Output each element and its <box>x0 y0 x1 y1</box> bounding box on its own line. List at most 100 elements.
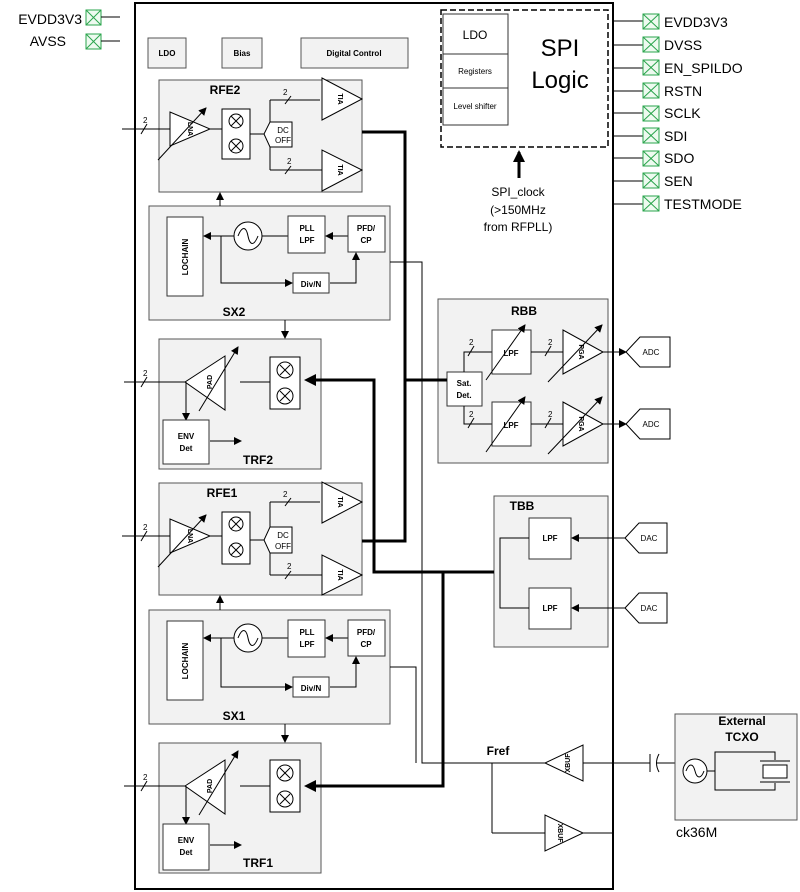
trf1-env-1: ENV <box>178 836 195 845</box>
right-pins: EVDD3V3 DVSS EN_SPILDO RSTN SCLK SDI <box>613 13 743 212</box>
right-pin-8: TESTMODE <box>613 195 742 212</box>
right-pin-6: SDO <box>613 150 694 167</box>
pin-label-en-spildo: EN_SPILDO <box>664 60 743 76</box>
sx2-pll-1: PLL <box>299 224 314 233</box>
rfe2-dcoff-2: OFF <box>275 136 291 145</box>
spi-clock-line-1: SPI_clock <box>491 185 545 199</box>
pin-label-avss: AVSS <box>30 33 66 49</box>
right-pin-4: SCLK <box>613 105 701 122</box>
rbb-lpf-top: LPF <box>503 349 518 358</box>
sx2-div-label: Div/N <box>301 280 322 289</box>
rbb-sat-2: Det. <box>456 391 471 400</box>
rbb-block: RBB Sat. Det. 2 2 LPF LPF 2 2 PGA PGA <box>437 298 627 464</box>
trf2-block: 2 PAD ENV Det TRF2 <box>124 338 322 470</box>
rfe1-dcoff-2: OFF <box>275 542 291 551</box>
rfe2-bus-label: 2 <box>143 116 148 125</box>
rbb-bus-1: 2 <box>469 338 474 347</box>
fref-label: Fref <box>487 744 511 758</box>
rfe1-tia-top-label: TIA <box>336 496 343 507</box>
pin-avss-icon <box>85 33 102 50</box>
rfe2-title: RFE2 <box>210 83 241 97</box>
sx1-lochain-label: LOCHAIN <box>181 643 190 680</box>
xbuf-top-label: XBUF <box>565 753 572 773</box>
pin-evdd3v3-left-icon <box>85 9 102 26</box>
rfe1-dcoff-1: DC <box>277 531 289 540</box>
bus-wires <box>304 130 494 792</box>
sx2-pfd-2: CP <box>360 236 372 245</box>
trf1-title: TRF1 <box>243 856 273 870</box>
adc-blocks: ADC ADC <box>625 336 671 440</box>
rbb-pga-top: PGA <box>577 344 584 359</box>
sx1-pll-1: PLL <box>299 628 314 637</box>
right-pin-3: RSTN <box>613 82 702 99</box>
dac-top-label: DAC <box>641 534 658 543</box>
rfe1-title: RFE1 <box>207 486 238 500</box>
spi-title-2: Logic <box>531 67 588 94</box>
trf2-pad-label: PAD <box>207 375 214 389</box>
rbb-bus-2: 2 <box>469 410 474 419</box>
rfe1-tia-bot-label: TIA <box>336 569 343 580</box>
sx2-block: LOCHAIN PLL LPF PFD/ CP Div/N SX2 <box>148 205 391 321</box>
rfe2-dcoff-1: DC <box>277 126 289 135</box>
pin-label-dvss: DVSS <box>664 37 702 53</box>
spi-clock-line-2: (>150MHz <box>490 203 546 217</box>
trf1-pad-label: PAD <box>207 779 214 793</box>
right-pin-7: SEN <box>613 172 693 189</box>
rfe1-tia-top-bus: 2 <box>283 490 288 499</box>
right-pin-2: EN_SPILDO <box>613 59 743 76</box>
sx1-pll-2: LPF <box>299 640 314 649</box>
rfe2-tia-top-label: TIA <box>336 93 343 104</box>
adc-bot-label: ADC <box>643 420 660 429</box>
rbb-pga-bot: PGA <box>577 416 584 431</box>
pin-label-evdd3v3-right: EVDD3V3 <box>664 14 728 30</box>
capacitor-icon <box>649 753 675 773</box>
ref-wires <box>390 261 545 834</box>
sx2-title: SX2 <box>223 305 246 319</box>
tbb-lpf-top: LPF <box>542 534 557 543</box>
right-pin-5: SDI <box>613 127 687 144</box>
rfe2-tia-bot-bus: 2 <box>287 157 292 166</box>
sx2-lochain-label: LOCHAIN <box>181 239 190 276</box>
sx1-div-label: Div/N <box>301 684 322 693</box>
spi-registers-label: Registers <box>458 67 492 76</box>
tbb-lpf-bot: LPF <box>542 604 557 613</box>
rbb-bus-3: 2 <box>548 338 553 347</box>
trf1-block: 2 PAD ENV Det TRF1 <box>124 742 322 874</box>
rfe1-bus: 2 <box>143 523 148 532</box>
rbb-lpf-bot: LPF <box>503 421 518 430</box>
pin-label-testmode: TESTMODE <box>664 196 742 212</box>
tbb-block: TBB LPF LPF <box>493 495 625 648</box>
trf1-bus: 2 <box>143 773 148 782</box>
trf2-env-2: Det <box>180 444 193 453</box>
rbb-bus-4: 2 <box>548 410 553 419</box>
adc-top-label: ADC <box>643 348 660 357</box>
dac-bot-label: DAC <box>641 604 658 613</box>
sx1-block: LOCHAIN PLL LPF PFD/ CP Div/N SX1 <box>148 609 391 725</box>
rfe2-lna-label: LNA <box>186 122 193 136</box>
tcxo-title-1: External <box>718 714 765 728</box>
left-pins: EVDD3V3 AVSS <box>18 9 120 50</box>
pin-label-sdo: SDO <box>664 150 694 166</box>
rbb-title: RBB <box>511 304 537 318</box>
spi-logic-block: LDO Registers Level shifter SPI Logic SP… <box>440 9 609 234</box>
digital-control-label: Digital Control <box>326 49 381 58</box>
rfe2-tia-top-bus: 2 <box>283 88 288 97</box>
trf2-title: TRF2 <box>243 453 273 467</box>
rfe1-lna-label: LNA <box>186 529 193 543</box>
pin-label-sclk: SCLK <box>664 105 701 121</box>
sx1-pfd-2: CP <box>360 640 372 649</box>
xbuf-bot: XBUF <box>544 814 612 852</box>
xbuf-top: XBUF <box>543 744 650 782</box>
spi-clock-line-3: from RFPLL) <box>484 220 553 234</box>
rfe1-block: RFE1 2 LNA DC OFF 2 2 TIA TIA <box>122 481 364 596</box>
sx1-title: SX1 <box>223 709 246 723</box>
bias-label: Bias <box>234 49 251 58</box>
trf2-bus: 2 <box>143 369 148 378</box>
right-pin-1: DVSS <box>613 36 702 53</box>
tbb-title: TBB <box>510 499 535 513</box>
trf1-env-2: Det <box>180 848 193 857</box>
rfe1-tia-bot-bus: 2 <box>287 562 292 571</box>
rfe2-block: RFE2 2 LNA DC OFF 2 2 TIA TIA <box>122 77 364 193</box>
tcxo-title-2: TCXO <box>725 730 758 744</box>
